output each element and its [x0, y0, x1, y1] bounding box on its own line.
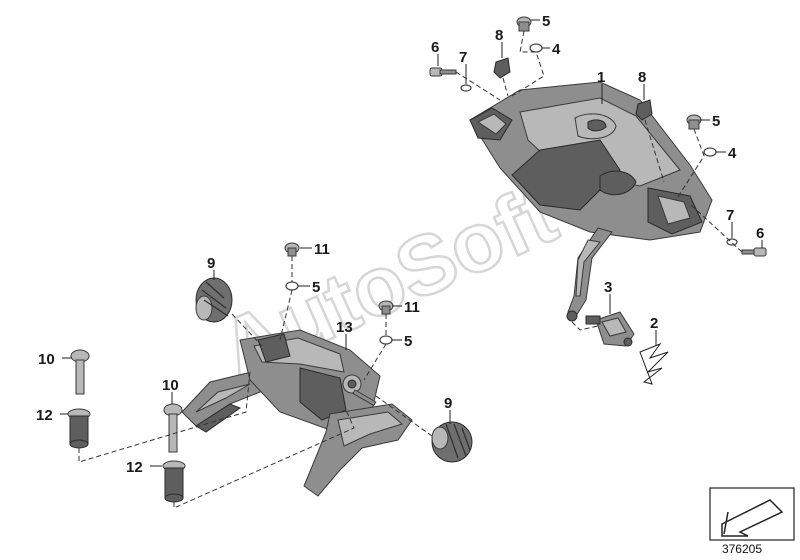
assembly-line	[375, 395, 433, 437]
assembly-line	[502, 77, 509, 97]
callout-9-left: 9	[207, 255, 215, 272]
washer-5-upper	[285, 281, 299, 291]
callout-3: 3	[604, 279, 612, 296]
callout-1: 1	[597, 69, 605, 86]
callout-labels: 1 6 7 8 5 4 8 5 4 7 6 3 2 9 9 11 5 11 5 …	[36, 13, 764, 476]
callout-7-left: 7	[459, 49, 467, 66]
callout-5-lower: 5	[404, 333, 412, 350]
rubber-damper-9-right	[431, 421, 473, 463]
cap-5-right	[686, 114, 702, 130]
bolt-10-center	[163, 403, 183, 453]
bolt-10-left	[70, 349, 90, 395]
callout-8-left: 8	[495, 27, 503, 44]
callout-9-right: 9	[444, 395, 452, 412]
callout-13: 13	[336, 319, 353, 336]
washer-4-top	[529, 43, 543, 53]
cap-11-upper	[284, 242, 300, 257]
callout-12-left: 12	[36, 407, 53, 424]
assembly-line	[279, 289, 293, 341]
callout-4-top: 4	[552, 41, 561, 58]
callout-10-center: 10	[162, 377, 179, 394]
assembly-line	[173, 409, 355, 509]
callout-11-upper: 11	[314, 241, 330, 258]
leader-lines	[60, 19, 763, 467]
callout-11-lower: 11	[404, 299, 420, 316]
spring-2	[639, 342, 669, 385]
screw-6-left	[429, 67, 457, 77]
assembly-line	[675, 128, 705, 201]
callout-5-right: 5	[712, 113, 720, 130]
callout-10-left: 10	[38, 351, 55, 368]
lower-bracket-assembly	[181, 329, 413, 497]
clip-8-right	[635, 99, 653, 121]
callout-6-left: 6	[431, 39, 439, 56]
switch-3	[585, 311, 635, 347]
assembly-line	[571, 321, 599, 331]
callout-6-right: 6	[756, 225, 764, 242]
assembly-line	[78, 371, 251, 463]
screw-6-right	[741, 247, 767, 257]
callout-5-top: 5	[542, 13, 550, 30]
assembly-line	[644, 119, 665, 183]
assembly-line	[455, 71, 501, 101]
callout-2: 2	[650, 315, 658, 332]
sleeve-12-center	[162, 460, 186, 503]
diagram-number: 376205	[721, 542, 762, 556]
cap-5-top	[516, 16, 532, 32]
callout-7-right: 7	[726, 207, 734, 224]
callout-5-upper: 5	[312, 279, 320, 296]
rubber-damper-9-left	[195, 277, 233, 323]
assembly-line	[689, 203, 743, 253]
washer-7-left	[460, 84, 472, 92]
assembly-line	[511, 30, 545, 97]
washer-5-lower	[379, 335, 393, 345]
assembly-line	[231, 313, 263, 347]
callout-4-right: 4	[728, 145, 737, 162]
clip-8-left	[493, 57, 511, 79]
sleeve-12-left	[67, 408, 91, 449]
assembly-line	[363, 343, 387, 381]
arrow-down-left-icon	[709, 487, 795, 541]
callout-12-center: 12	[126, 459, 143, 476]
washer-4-right	[703, 147, 717, 157]
callout-8-right: 8	[638, 69, 646, 86]
footrest-bracket-assembly	[469, 81, 713, 322]
